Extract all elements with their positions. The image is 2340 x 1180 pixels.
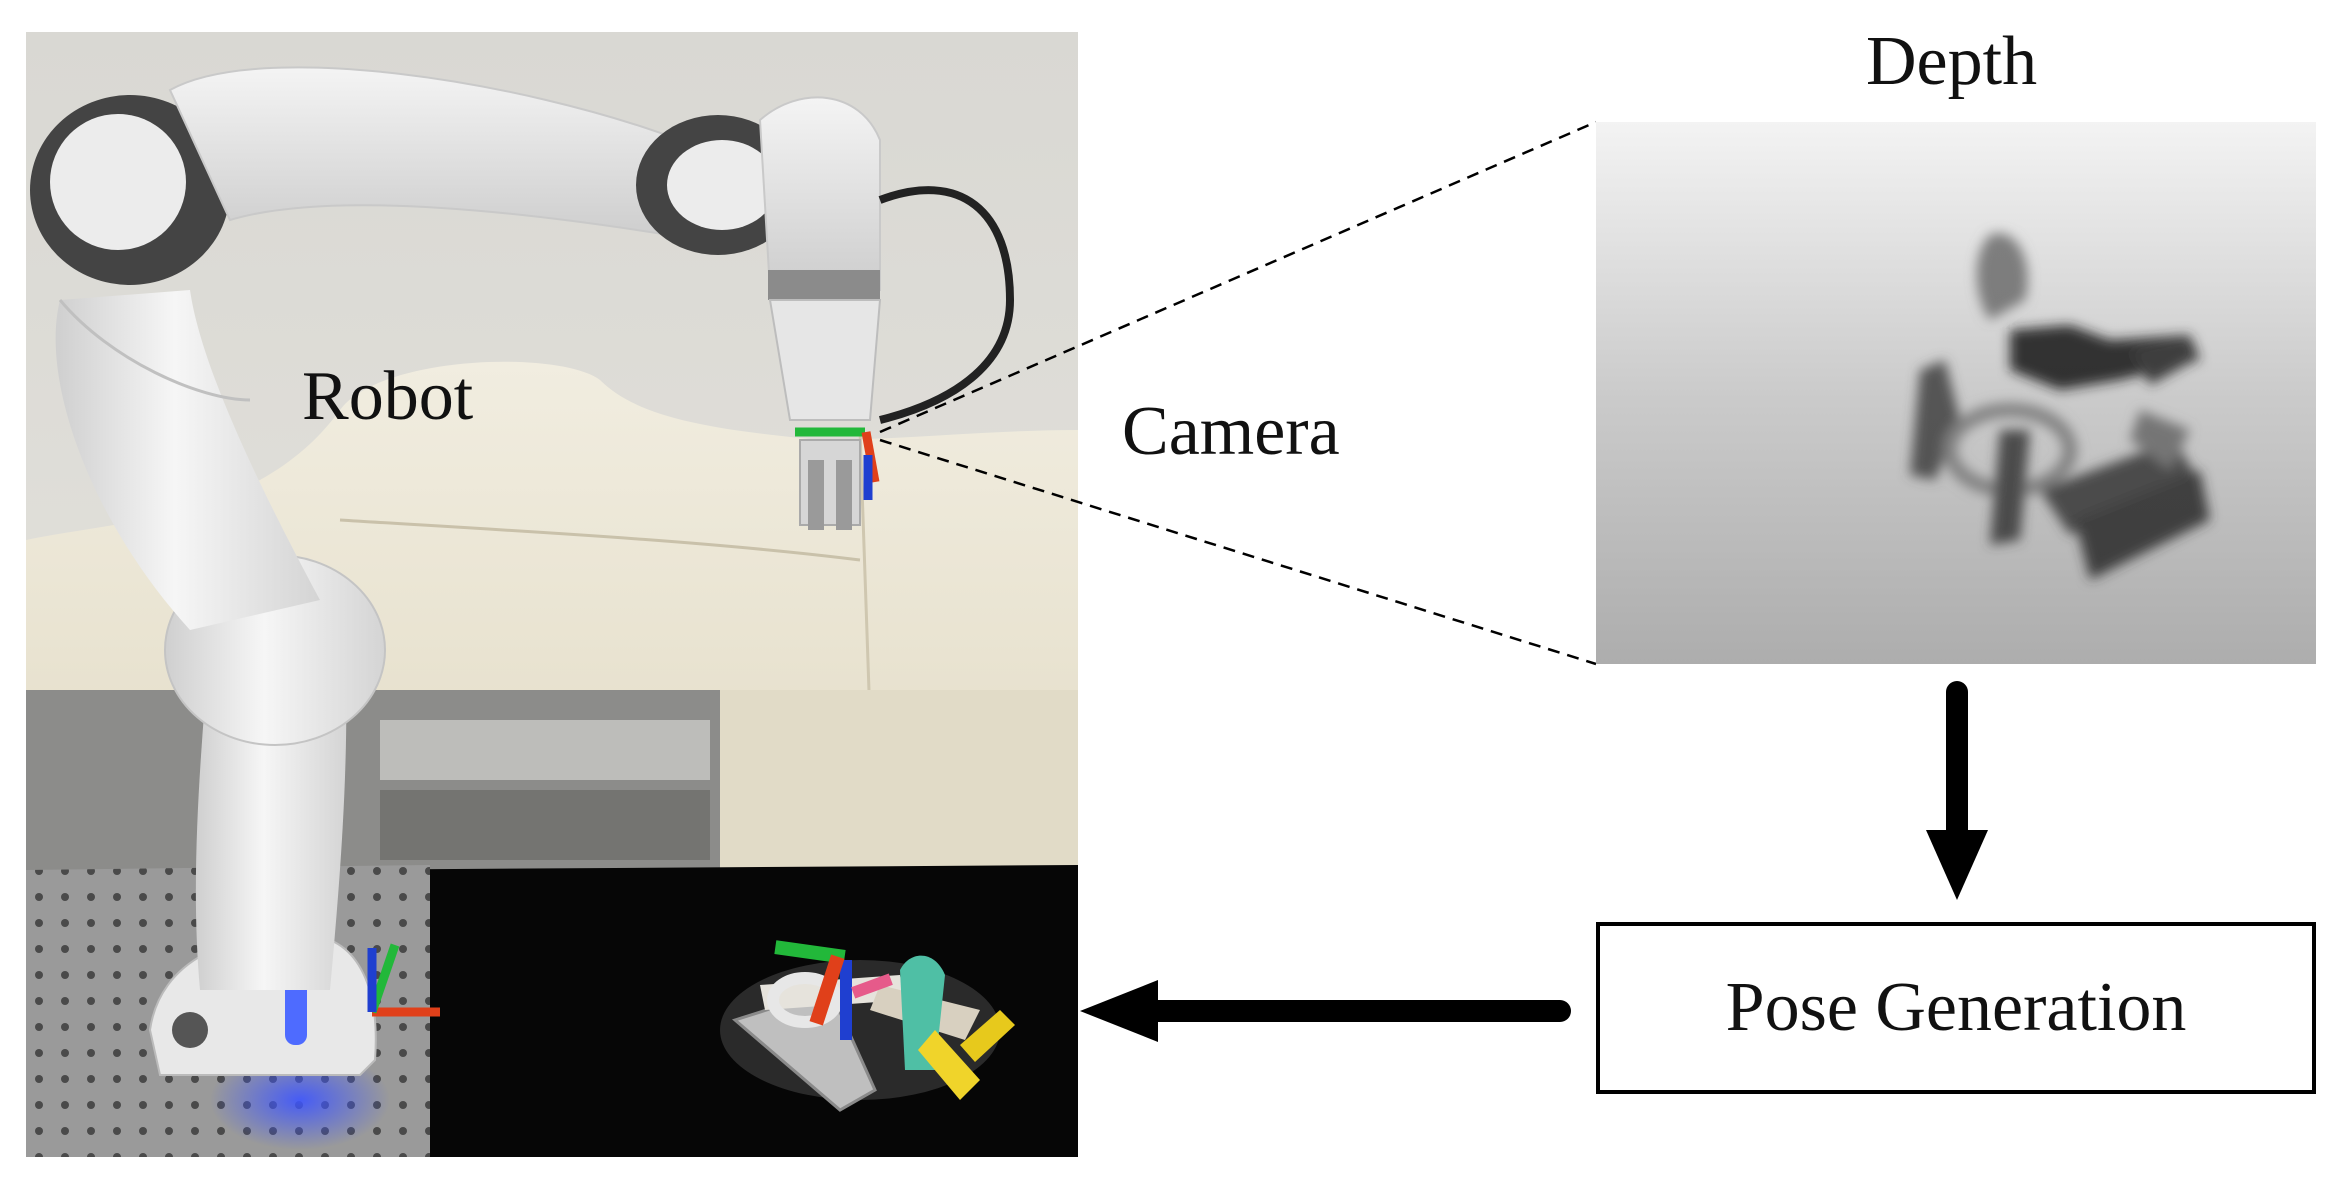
arrow-pose-to-robot [1080,980,1571,1042]
arrow-depth-to-pose [1926,681,1988,900]
depth-image [1596,122,2316,664]
depth-label: Depth [1866,23,2038,100]
object-clutter [720,940,1015,1112]
robot-photo [26,32,1078,1157]
robot-arm [30,66,1015,1076]
base-frame-axes [367,943,440,1017]
camera-label: Camera [1122,393,1340,470]
pose-generation-label: Pose Generation [1725,969,2187,1046]
camera-frame-axes [795,427,880,500]
robot-label: Robot [302,358,474,435]
camera-view-frustum [879,120,1597,666]
pose-generation-box: Pose Generation [1596,922,2316,1094]
